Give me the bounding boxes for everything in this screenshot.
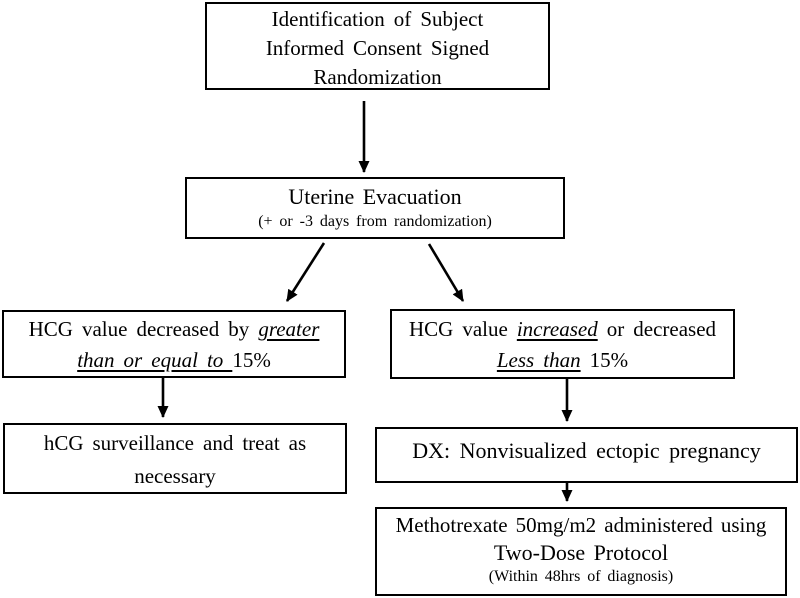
node-dx: DX: Nonvisualized ectopic pregnancy: [375, 427, 798, 483]
node-uterine-evacuation-title: Uterine Evacuation: [288, 184, 462, 209]
node-identification-line1: Identification of Subject: [271, 7, 484, 31]
node-surveillance-line2: necessary: [134, 464, 216, 488]
node-hcg-increased: HCG value increased or decreased Less th…: [390, 309, 735, 379]
node-surveillance-line1: hCG surveillance and treat as: [43, 431, 307, 455]
arrow-evacuation-to-hcg-decreased: [285, 242, 326, 302]
node-surveillance: hCG surveillance and treat as necessary: [3, 423, 347, 494]
emphasis-greater: greater: [258, 317, 320, 341]
emphasis-less-than: Less than: [496, 348, 581, 372]
node-uterine-evacuation: Uterine Evacuation (+ or -3 days from ra…: [185, 177, 565, 239]
node-methotrexate: Methotrexate 50mg/m2 administered using …: [375, 507, 787, 596]
node-uterine-evacuation-subtitle: (+ or -3 days from randomization): [258, 213, 492, 230]
node-identification: Identification of Subject Informed Conse…: [205, 2, 550, 90]
emphasis-increased: increased: [516, 317, 598, 341]
node-methotrexate-line1: Methotrexate 50mg/m2 administered using: [395, 513, 767, 537]
arrow-evacuation-to-hcg-increased: [427, 243, 465, 302]
node-identification-line2: Informed Consent Signed: [265, 36, 490, 60]
node-hcg-increased-line2: Less than 15%: [496, 348, 629, 372]
node-methotrexate-subtitle: (Within 48hrs of diagnosis): [488, 568, 674, 585]
node-hcg-increased-line1: HCG value increased or decreased: [408, 317, 717, 341]
node-hcg-decreased-line2: than or equal to 15%: [77, 348, 271, 372]
node-dx-text: DX: Nonvisualized ectopic pregnancy: [412, 438, 761, 463]
node-hcg-decreased: HCG value decreased by greater than or e…: [2, 310, 346, 378]
node-identification-line3: Randomization: [313, 65, 442, 89]
node-hcg-decreased-line1: HCG value decreased by greater: [28, 317, 320, 341]
node-methotrexate-line2: Two-Dose Protocol: [493, 540, 669, 565]
emphasis-than-or-equal-to: than or equal to: [77, 348, 233, 372]
